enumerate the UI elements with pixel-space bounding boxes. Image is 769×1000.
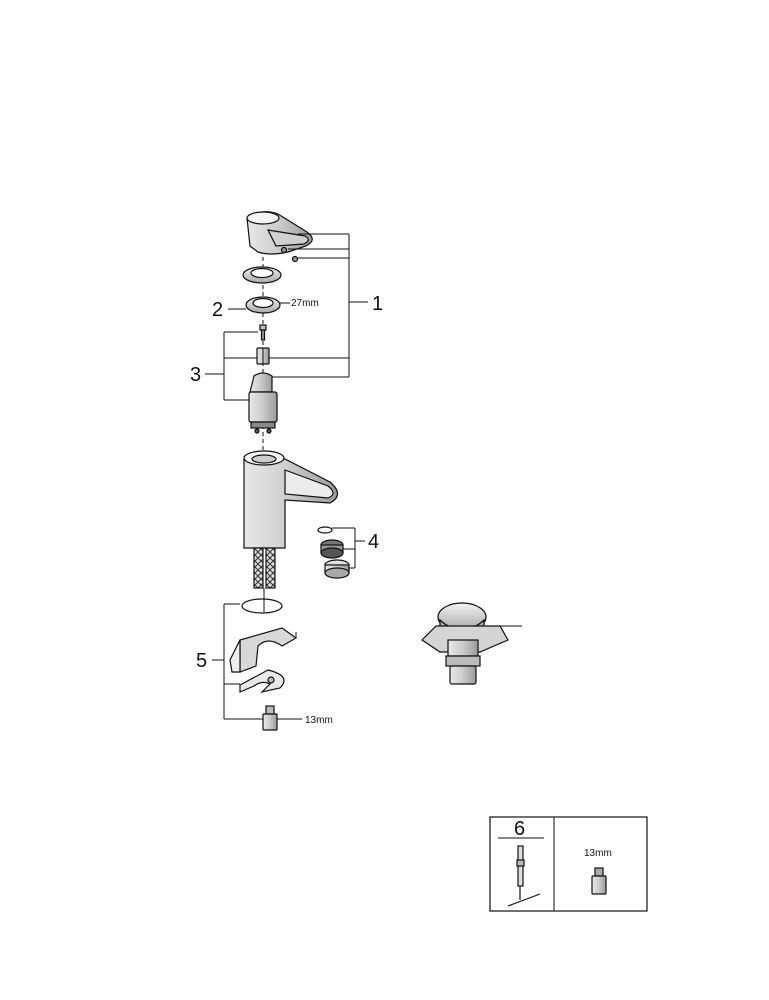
tool-nut — [591, 867, 607, 895]
set-screw — [280, 246, 299, 263]
pop-up-waste — [421, 602, 522, 685]
faucet-body — [243, 450, 339, 549]
callout-5-leaders — [212, 603, 302, 720]
base-o-ring — [241, 598, 283, 614]
callout-4: 4 — [368, 531, 379, 553]
ring-size-label: 27mm — [291, 298, 319, 309]
callout-1-leaders — [269, 233, 368, 378]
cartridge — [248, 372, 278, 434]
callout-3-leaders — [205, 331, 258, 401]
horseshoe-plate — [239, 669, 285, 694]
fixing-nut — [262, 705, 278, 731]
callout-5: 5 — [196, 650, 207, 672]
supply-hoses — [253, 547, 276, 612]
nut-size-label: 13mm — [305, 715, 333, 726]
callout-1: 1 — [372, 293, 383, 315]
cover-ring — [242, 266, 282, 284]
tool-size-label: 13mm — [584, 848, 612, 859]
hex-adapter — [256, 347, 270, 365]
callout-3: 3 — [190, 364, 201, 386]
aerator-housing — [324, 559, 350, 579]
tools-box — [489, 816, 648, 912]
callout-2: 2 — [212, 299, 223, 321]
callout-4-leaders — [332, 527, 365, 569]
t-wrench-tool — [507, 845, 541, 907]
aerator-insert — [320, 539, 344, 559]
callout-6: 6 — [514, 818, 525, 840]
mounting-bracket — [229, 627, 298, 673]
cartridge-screw — [259, 324, 267, 341]
threaded-ring — [245, 296, 281, 314]
handle-lever — [246, 211, 313, 255]
aerator-gasket — [317, 526, 333, 534]
